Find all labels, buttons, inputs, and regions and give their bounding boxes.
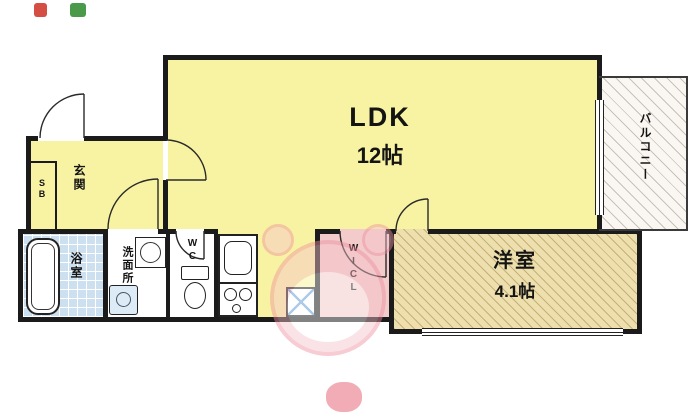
wall-bottom-outer bbox=[18, 317, 394, 322]
balcony-label: バルコニー bbox=[638, 112, 652, 182]
refrigerator-space bbox=[286, 287, 316, 317]
toilet-bowl bbox=[184, 282, 206, 309]
western-room-name: 洋室 bbox=[493, 250, 537, 272]
kitchen-sink bbox=[224, 241, 252, 275]
western-window-center-line bbox=[422, 331, 623, 333]
balcony-floor bbox=[601, 78, 686, 229]
counter-divider bbox=[220, 282, 256, 284]
stove-burner-right bbox=[239, 288, 252, 301]
corner-mark-red bbox=[34, 3, 47, 17]
kitchen-counter bbox=[218, 234, 258, 317]
washing-machine bbox=[109, 285, 138, 315]
wall-western-bottom-b bbox=[623, 329, 642, 334]
wall-ldk-left-upper bbox=[163, 55, 168, 140]
bathtub-inner-line bbox=[31, 243, 55, 310]
wall-entrance-top-b bbox=[84, 136, 167, 141]
wall-toilet-top-stub bbox=[204, 229, 218, 234]
toilet-door-arc bbox=[175, 230, 205, 260]
wall-toilet-kitchen bbox=[214, 229, 218, 322]
wall-bathroom-washroom bbox=[103, 229, 108, 322]
stove-burner-small bbox=[232, 304, 241, 313]
toilet-label: WC bbox=[187, 238, 198, 264]
closet-door-arc bbox=[339, 230, 387, 278]
entrance-hall-floor bbox=[31, 141, 163, 234]
vanity-basin bbox=[140, 242, 161, 263]
corner-mark-green bbox=[70, 3, 86, 17]
ldk-name: LDK bbox=[349, 102, 411, 132]
shoebox-partition-right bbox=[55, 161, 57, 231]
wall-western-top bbox=[428, 229, 642, 234]
western-room-size: 4.1帖 bbox=[494, 282, 536, 301]
wall-closet-top-a bbox=[315, 229, 340, 234]
wall-washroom-toilet bbox=[166, 229, 170, 322]
balcony-sliding-window bbox=[595, 100, 604, 215]
walk-in-closet-floor bbox=[320, 229, 389, 317]
ldk-size: 12帖 bbox=[356, 143, 404, 168]
wall-kitchen-closet bbox=[315, 229, 320, 322]
ldk-door-arc bbox=[165, 139, 207, 181]
western-door-arc bbox=[395, 198, 429, 232]
western-room-floor bbox=[394, 229, 637, 329]
balcony-window-center-line bbox=[598, 100, 601, 215]
bathroom-label: 浴室 bbox=[69, 252, 83, 280]
walk-in-closet-label: WICL bbox=[348, 243, 359, 295]
wall-bathroom-left bbox=[18, 229, 23, 322]
balcony-rail-right bbox=[686, 76, 688, 231]
washroom-label: 洗面所 bbox=[121, 246, 133, 285]
wall-ldk-left-lower bbox=[163, 180, 168, 234]
balcony-rail-bottom bbox=[599, 229, 688, 231]
wall-western-right bbox=[637, 229, 642, 334]
wall-closet-western bbox=[389, 229, 394, 334]
western-room-window bbox=[422, 328, 623, 336]
ldk-floor bbox=[168, 60, 597, 229]
shoe-box-label: SB bbox=[37, 178, 47, 200]
wall-entrance-top-a bbox=[26, 136, 38, 141]
ldk-label: LDK 12帖 bbox=[285, 102, 475, 170]
balcony-rail-top bbox=[599, 76, 688, 78]
wall-entrance-left bbox=[26, 136, 31, 234]
wall-ldk-right-lower bbox=[597, 215, 602, 234]
toilet-tank bbox=[181, 266, 209, 280]
bathtub bbox=[26, 238, 60, 315]
stove-burner-left bbox=[224, 288, 237, 301]
wall-ldk-top bbox=[163, 55, 602, 60]
western-room-label: 洋室 4.1帖 bbox=[430, 244, 600, 302]
washing-machine-drum bbox=[116, 292, 131, 307]
shoebox-partition-top bbox=[29, 161, 57, 163]
washroom-door-arc bbox=[107, 178, 159, 230]
entrance-label: 玄関 bbox=[72, 164, 86, 192]
vanity-sink bbox=[135, 237, 166, 268]
wall-western-bottom-a bbox=[392, 329, 422, 334]
wall-bathroom-top bbox=[18, 229, 108, 234]
entrance-door-arc bbox=[39, 93, 85, 139]
